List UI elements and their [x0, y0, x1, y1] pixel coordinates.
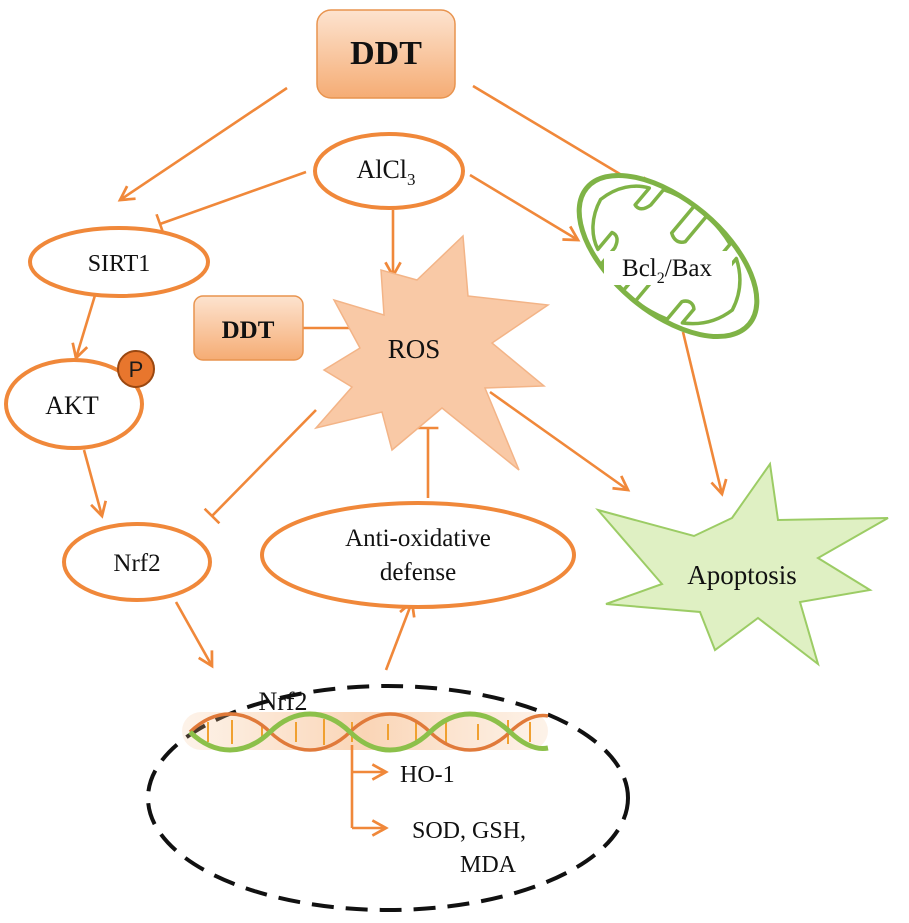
- antioxidative-node: Anti-oxidative defense: [260, 501, 576, 609]
- edges: [71, 84, 728, 671]
- akt-ellipse: [4, 358, 144, 450]
- sirt1-node: SIRT1: [28, 226, 210, 298]
- ddt-top-node: DDT: [316, 9, 456, 99]
- antioxidative-label-line1: Anti-oxidative: [345, 525, 491, 552]
- dna-glow: [182, 712, 548, 750]
- ho1-label: HO-1: [400, 762, 455, 788]
- alcl3-ellipse: [313, 132, 465, 210]
- ddt-middle-label: DDT: [222, 317, 275, 344]
- edge-akt-to-nrf2: [82, 449, 108, 519]
- antioxidative-ellipse: [260, 501, 576, 609]
- edge-ddt-to-sirt1: [117, 86, 288, 202]
- ros-star: [313, 234, 551, 471]
- sirt1-ellipse: [28, 226, 210, 298]
- antioxidative-label-line2: defense: [380, 559, 456, 586]
- dna-strand-green: [188, 711, 549, 753]
- edge-nrf2-to-nucleus: [174, 601, 214, 669]
- phosphate-label: P: [129, 357, 144, 382]
- akt-node: AKT P: [4, 350, 155, 450]
- nucleus: Nrf2 HO-1 SOD, GSH, MDA: [146, 684, 630, 912]
- edge-sirt1-to-akt: [71, 291, 98, 361]
- nrf2-ellipse: [62, 522, 212, 602]
- dna-helix: [182, 711, 549, 753]
- ros-node: ROS: [313, 234, 551, 471]
- nrf2-node: Nrf2: [62, 522, 212, 602]
- edge-ros-to-apoptosis: [489, 390, 631, 492]
- mitochondrion-node: Bcl2/Bax: [576, 172, 760, 340]
- nrf2-label: Nrf2: [113, 550, 160, 577]
- sirt1-label: SIRT1: [88, 251, 151, 277]
- nucleus-nrf2-label: Nrf2: [258, 687, 307, 716]
- edge-ddt-inhibits-bcl2-bax: [472, 84, 647, 196]
- ddt-top-label: DDT: [350, 35, 422, 72]
- apoptosis-node: Apoptosis: [595, 461, 889, 667]
- edge-bcl2-bax-to-apoptosis: [681, 331, 728, 497]
- bcl2-bax-label-backdrop: [604, 251, 732, 285]
- apoptosis-label: Apoptosis: [687, 560, 797, 590]
- akt-label: AKT: [45, 391, 99, 420]
- genes-label-line1: SOD, GSH,: [412, 818, 526, 844]
- alcl3-label: AlCl3: [356, 155, 415, 189]
- bcl2-bax-label: Bcl2/Bax: [622, 255, 712, 287]
- phosphate-badge: [117, 350, 155, 388]
- ddt-middle-box: [193, 295, 304, 361]
- genes-label-line2: MDA: [460, 852, 517, 878]
- edge-alcl3-to-bcl2-bax: [469, 173, 581, 242]
- edge-alcl3-inhibits-sirt1: [155, 170, 307, 235]
- apoptosis-star: [595, 461, 889, 667]
- ddt-middle-node: DDT: [193, 295, 304, 361]
- nucleus-boundary: [146, 684, 630, 912]
- alcl3-node: AlCl3: [313, 132, 465, 210]
- ros-label: ROS: [388, 334, 441, 364]
- edge-ros-inhibits-nrf2: [203, 409, 317, 525]
- ddt-top-box: [316, 9, 456, 99]
- edge-nucleus-to-antioxidative: [384, 599, 416, 671]
